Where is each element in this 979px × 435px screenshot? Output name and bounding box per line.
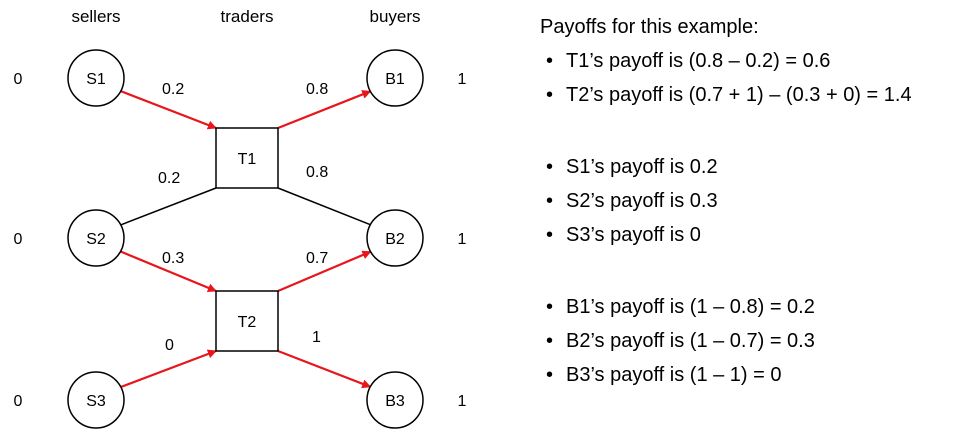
node-t1: T1 (215, 127, 279, 189)
edge-label-s3-t2: 0 (165, 337, 174, 354)
edge-label-s1-t1: 0.2 (162, 81, 184, 98)
list-item: • S2’s payoff is 0.3 (540, 184, 975, 218)
bullet-icon: • (546, 50, 554, 72)
edge-s3-t2 (120, 349, 217, 389)
buyer-b1-value: 1 (458, 71, 467, 88)
edge-t1-b1 (277, 90, 372, 130)
seller-s3-value: 0 (14, 393, 23, 410)
edge-label-t1-b2: 0.8 (306, 164, 328, 181)
edge-s2-t2 (120, 250, 217, 293)
edge-t2-b2 (277, 250, 372, 293)
node-s2-label: S2 (86, 231, 106, 248)
edge-label-t2-b3: 1 (312, 329, 321, 346)
node-s3-label: S3 (86, 393, 106, 410)
payoff-text: B3’s payoff is (1 – 1) = 0 (566, 364, 782, 386)
edge-t1-b2 (277, 187, 371, 226)
list-item: • B3’s payoff is (1 – 1) = 0 (540, 358, 975, 392)
bullet-icon: • (546, 84, 554, 106)
edge-label-t1-b1: 0.8 (306, 81, 328, 98)
node-b1-label: B1 (385, 71, 405, 88)
payoff-text: S3’s payoff is 0 (566, 224, 701, 246)
buyer-b3-value: 1 (458, 393, 467, 410)
list-item: • T2’s payoff is (0.7 + 1) – (0.3 + 0) = … (540, 78, 975, 112)
node-s1: S1 (67, 49, 125, 107)
node-s1-label: S1 (86, 71, 106, 88)
payoff-text: B2’s payoff is (1 – 0.7) = 0.3 (566, 330, 815, 352)
list-item: • T1’s payoff is (0.8 – 0.2) = 0.6 (540, 44, 975, 78)
payoff-text: S2’s payoff is 0.3 (566, 190, 718, 212)
node-s2: S2 (67, 209, 125, 267)
payoff-text: T1’s payoff is (0.8 – 0.2) = 0.6 (566, 50, 831, 72)
edge-label-t2-b2: 0.7 (306, 250, 328, 267)
node-b2: B2 (366, 209, 424, 267)
bullet-icon: • (546, 190, 554, 212)
list-item: • S3’s payoff is 0 (540, 218, 975, 252)
list-item: • B1’s payoff is (1 – 0.8) = 0.2 (540, 290, 975, 324)
node-t1-label: T1 (238, 151, 257, 168)
payoffs-title: Payoffs for this example: (540, 16, 759, 38)
bullet-icon: • (546, 364, 554, 386)
node-b1: B1 (366, 49, 424, 107)
edge-label-s2-t2: 0.3 (162, 250, 184, 267)
payoff-text: T2’s payoff is (0.7 + 1) – (0.3 + 0) = 1… (566, 84, 912, 106)
sellers-header: sellers (71, 7, 120, 26)
payoffs-panel: Payoffs for this example: • T1’s payoff i… (540, 10, 975, 392)
trading-network-diagram: sellers traders buyers S1 S2 S3 T1 T2 B1… (14, 7, 467, 429)
bullet-icon: • (546, 156, 554, 178)
edge-s1-t1 (120, 90, 217, 130)
traders-header: traders (221, 7, 274, 26)
edges-group (120, 90, 372, 389)
bullet-icon: • (546, 296, 554, 318)
edge-s2-t1 (120, 187, 217, 226)
node-b3-label: B3 (385, 393, 405, 410)
list-item: • S1’s payoff is 0.2 (540, 150, 975, 184)
bullet-icon: • (546, 224, 554, 246)
node-t2-label: T2 (238, 314, 257, 331)
seller-payoffs-list: •S1’s payoff is 0.2 •S2’s payoff is 0.3 … (540, 150, 975, 252)
seller-s1-value: 0 (14, 71, 23, 88)
node-b3: B3 (366, 371, 424, 429)
list-item: • B2’s payoff is (1 – 0.7) = 0.3 (540, 324, 975, 358)
edge-label-s2-t1: 0.2 (158, 170, 180, 187)
payoff-text: B1’s payoff is (1 – 0.8) = 0.2 (566, 296, 815, 318)
buyer-payoffs-list: • B1’s payoff is (1 – 0.8) = 0.2 • B2’s pa… (540, 290, 975, 392)
node-t2: T2 (215, 290, 279, 352)
buyers-header: buyers (369, 7, 420, 26)
node-b2-label: B2 (385, 231, 405, 248)
trader-payoffs-list: • T1’s payoff is (0.8 – 0.2) = 0.6 • T2’s … (540, 44, 975, 112)
edge-t2-b3 (277, 349, 372, 389)
buyer-b2-value: 1 (458, 231, 467, 248)
seller-s2-value: 0 (14, 231, 23, 248)
node-s3: S3 (67, 371, 125, 429)
payoff-text: S1’s payoff is 0.2 (566, 156, 718, 178)
bullet-icon: • (546, 330, 554, 352)
